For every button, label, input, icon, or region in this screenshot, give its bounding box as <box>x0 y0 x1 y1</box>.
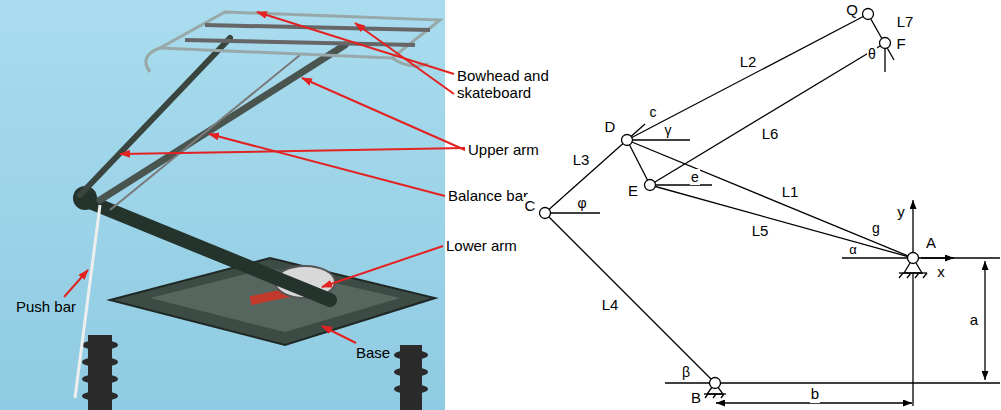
point-label: A <box>925 234 937 251</box>
joint-circle <box>908 253 919 264</box>
leader-arrow <box>64 270 88 297</box>
axis-label: x <box>936 263 946 280</box>
angle-label: α <box>848 243 858 258</box>
link-label: L1 <box>781 183 800 200</box>
joint-circle <box>880 38 891 49</box>
leader-arrows <box>64 12 465 343</box>
insulator-ring <box>394 367 428 377</box>
link-label: L6 <box>761 125 780 142</box>
link-label: L5 <box>751 222 770 239</box>
dimension-label: a <box>969 311 979 328</box>
joints <box>540 9 919 389</box>
x-axis <box>919 257 954 258</box>
link-line <box>545 213 715 383</box>
balance-bar <box>110 55 300 210</box>
ground-hatch <box>915 273 919 278</box>
part-label: Push bar <box>16 298 76 315</box>
y-axis <box>912 200 913 252</box>
insulator-ring <box>82 340 118 350</box>
leader-arrow <box>257 12 454 74</box>
leader-arrow <box>322 246 443 287</box>
insulator-ring <box>394 384 428 394</box>
ground-hatch <box>705 394 708 398</box>
insulator-ring <box>82 374 118 384</box>
angle-label: g <box>871 220 881 236</box>
skateboard <box>205 25 430 30</box>
dimension-label: b <box>810 385 820 402</box>
joint-circle <box>863 9 874 20</box>
part-label: Bowhead and skateboard <box>457 67 565 102</box>
leader-arrow <box>209 134 445 196</box>
mechanism-links <box>545 14 1000 406</box>
bowhead-horn <box>146 48 160 72</box>
angle-label: φ <box>576 195 587 211</box>
part-label: Upper arm <box>468 141 539 158</box>
point-label: B <box>690 389 702 406</box>
ground-hatch <box>899 273 903 278</box>
upper-arm <box>80 38 230 195</box>
point-label: C <box>524 197 537 214</box>
point-label: D <box>604 118 617 135</box>
link-line <box>627 14 868 140</box>
link-label: L7 <box>896 13 915 30</box>
reference-line <box>627 139 690 140</box>
ground-hatch <box>721 394 724 398</box>
link-line <box>627 140 650 185</box>
leader-arrow <box>302 78 465 150</box>
photo-ground <box>0 0 445 410</box>
dimension-line <box>984 261 985 380</box>
angle-label: θ <box>867 46 877 62</box>
part-label: Lower arm <box>446 237 517 254</box>
insulator-ring <box>394 350 428 360</box>
point-label: Q <box>845 1 859 18</box>
angle-label: γ <box>664 122 673 138</box>
leader-arrow <box>120 148 465 154</box>
reference-line <box>842 257 913 258</box>
leader-arrow <box>322 326 356 343</box>
joint-circle <box>645 180 656 191</box>
link-label: L4 <box>601 296 620 313</box>
reference-line <box>545 212 600 213</box>
joint-circle <box>710 378 721 389</box>
ground-hatch <box>907 273 911 278</box>
link-line <box>545 140 627 213</box>
joint-circle <box>622 135 633 146</box>
link-label: L2 <box>739 53 758 70</box>
axis-label: y <box>896 203 906 220</box>
ground-hatch <box>713 394 716 398</box>
angle-label: β <box>681 364 691 380</box>
leader-arrow <box>355 23 454 94</box>
ground-hatch <box>923 273 927 278</box>
angle-label: c <box>649 104 658 120</box>
point-label: E <box>627 182 639 199</box>
insulator-ring <box>82 391 118 401</box>
ground-supports <box>704 258 927 398</box>
link-label: L3 <box>572 151 591 168</box>
bowhead-frame <box>160 12 440 58</box>
point-label: F <box>895 35 906 52</box>
insulator <box>82 335 428 410</box>
part-label: Base <box>356 344 390 361</box>
reference-line <box>884 49 885 72</box>
lower-arm <box>85 200 330 300</box>
extension-line <box>912 274 913 406</box>
joint-circle <box>540 208 551 219</box>
part-label: Balance bar <box>448 187 528 204</box>
insulator-ring <box>82 357 118 367</box>
upper-arm <box>100 45 345 200</box>
push-bar <box>75 205 100 398</box>
angle-label: e <box>690 169 700 185</box>
link-line <box>627 140 913 258</box>
reference-line <box>650 184 712 185</box>
